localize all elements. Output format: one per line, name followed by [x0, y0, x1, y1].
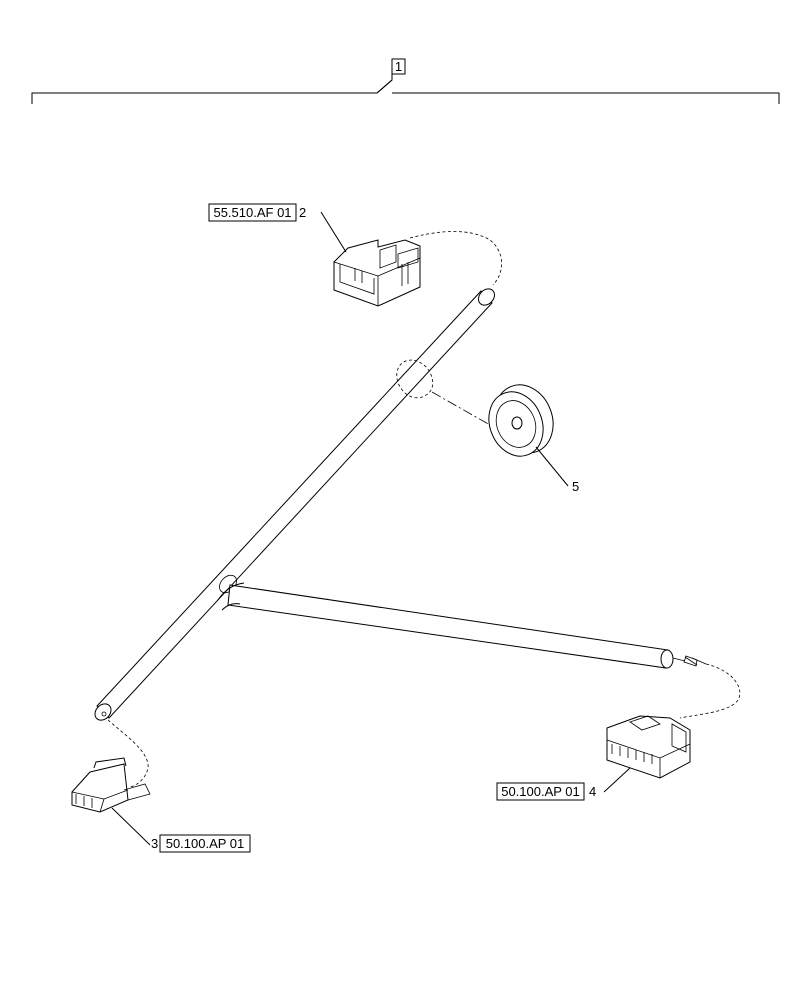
grommet-position [396, 359, 491, 426]
item-1-label: 1 [395, 59, 402, 74]
connector-top: 55.510.AF 01 2 [208, 203, 503, 307]
ref-50100-right-label: 50.100.AP 01 [501, 784, 580, 799]
item-5-label: 5 [572, 479, 579, 494]
item-4-label: 4 [589, 784, 596, 799]
assembly-bracket: 1 [31, 58, 780, 104]
connector-left: 3 50.100.AP 01 [71, 719, 251, 853]
item-3-label: 3 [151, 836, 158, 851]
ref-55510-label: 55.510.AF 01 [213, 205, 291, 220]
item-2-label: 2 [299, 205, 306, 220]
harness-trunk [94, 288, 495, 721]
grommet: 5 [488, 384, 579, 494]
ref-50100-left-label: 50.100.AP 01 [166, 836, 245, 851]
harness-branch [217, 582, 707, 669]
connector-right: 50.100.AP 01 4 [496, 663, 741, 801]
